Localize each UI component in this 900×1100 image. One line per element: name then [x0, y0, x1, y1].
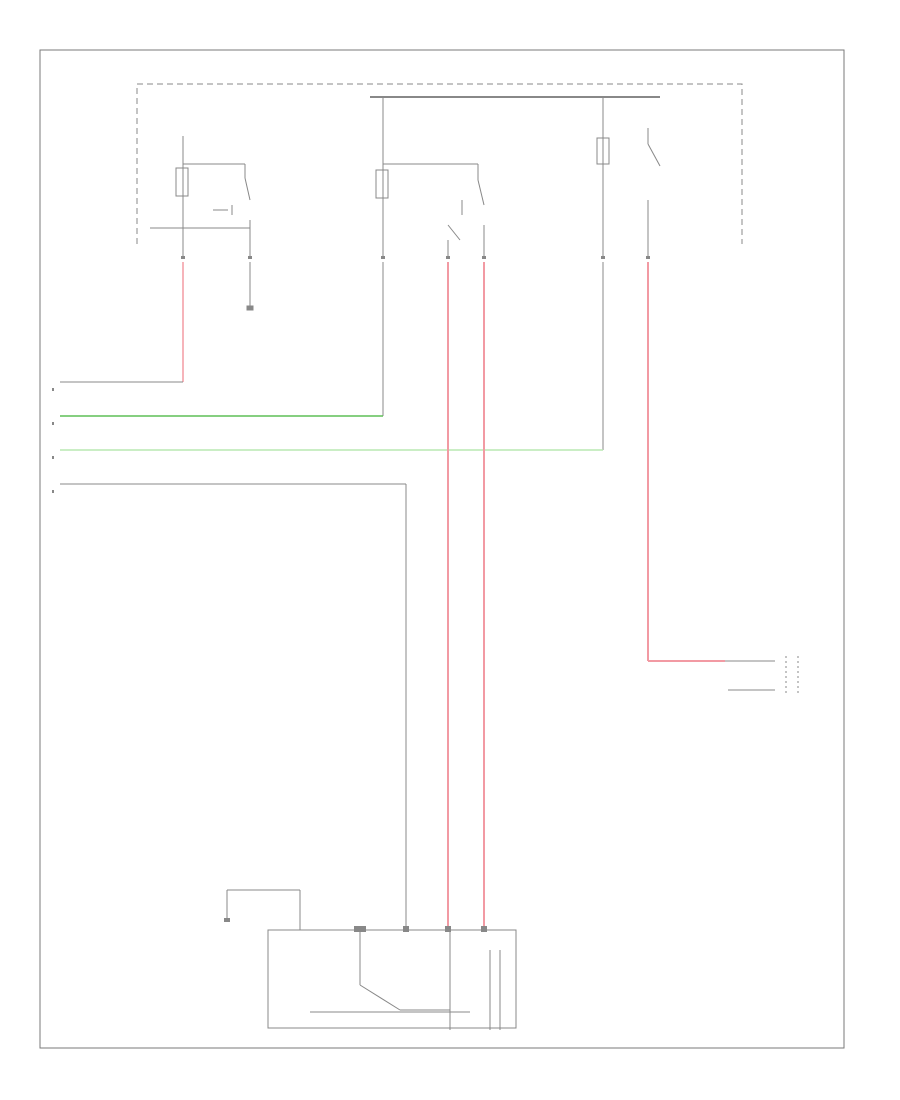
- power-distribution-box: [136, 83, 743, 244]
- ground-symbol-1: [246, 262, 254, 311]
- diagram-frame: [39, 49, 845, 1049]
- relay-3: [596, 97, 661, 258]
- wire-red-3: [647, 262, 725, 662]
- wire-ends-left: [52, 388, 54, 493]
- relay-1: [150, 136, 251, 258]
- wire-gray-4: [60, 483, 407, 928]
- module-terminals: [224, 918, 487, 932]
- relay-2: [375, 97, 485, 258]
- right-connector: [725, 656, 799, 696]
- bottom-module: [226, 889, 517, 1030]
- connector-marks: [181, 256, 650, 259]
- wire-gray-1: [60, 262, 184, 383]
